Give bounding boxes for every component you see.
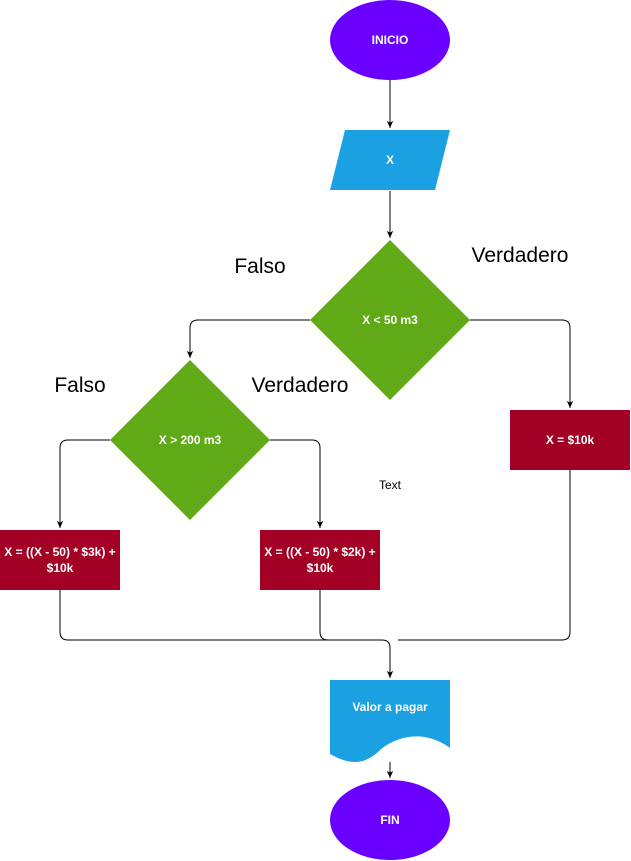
decision-2-diamond-shape <box>110 360 270 520</box>
edge-decision-2-true <box>270 439 324 528</box>
edge-label-decision-2-true: Verdadero <box>252 374 349 397</box>
edge-label-decision-1-false: Falso <box>234 255 285 278</box>
edge-process-10k-merge <box>398 470 571 641</box>
node-decision-1[interactable]: X < 50 m3 <box>310 240 470 400</box>
edge-process-3k-to-output <box>59 590 394 678</box>
decision-1-diamond-shape <box>310 240 470 400</box>
process-2k-label-line-1: X = ((X - 50) * $2k) + <box>264 545 375 559</box>
process-2k-shape <box>260 530 380 590</box>
process-3k-label-line-2: $10k <box>47 561 74 575</box>
decision-1-label: X < 50 m3 <box>362 313 418 327</box>
process-2k-label-line-2: $10k <box>307 561 334 575</box>
process-3k-label-line-1: X = ((X - 50) * $3k) + <box>4 545 115 559</box>
node-process-3k[interactable]: X = ((X - 50) * $3k) + $10k <box>0 530 120 590</box>
node-decision-2[interactable]: X > 200 m3 <box>110 360 270 520</box>
start-label: INICIO <box>372 33 409 47</box>
node-process-10k[interactable]: X = $10k <box>510 410 630 470</box>
decision-2-label: X > 200 m3 <box>159 433 222 447</box>
node-process-2k[interactable]: X = ((X - 50) * $2k) + $10k <box>260 530 380 590</box>
process-3k-shape <box>0 530 120 590</box>
start-terminal-shape <box>330 0 450 80</box>
edge-decision-2-false <box>56 439 110 528</box>
end-label: FIN <box>380 813 399 827</box>
node-output[interactable]: Valor a pagar <box>330 680 450 763</box>
free-text-label: Text <box>379 478 402 492</box>
output-document-shape <box>330 680 450 763</box>
node-input[interactable]: X <box>330 130 450 190</box>
edges <box>56 79 574 778</box>
process-10k-label: X = $10k <box>546 433 595 447</box>
edge-label-decision-2-false: Falso <box>54 374 105 397</box>
edge-label-decision-1-true: Verdadero <box>472 244 569 267</box>
edge-process-2k-merge <box>319 590 329 641</box>
process-10k-shape <box>510 410 630 470</box>
edge-decision-1-false <box>186 319 310 358</box>
end-terminal-shape <box>330 780 450 860</box>
node-start[interactable]: INICIO <box>330 0 450 80</box>
edge-decision-1-true <box>470 319 574 408</box>
input-label: X <box>386 153 394 167</box>
output-label: Valor a pagar <box>352 700 428 714</box>
input-parallelogram-shape <box>330 130 450 190</box>
node-end[interactable]: FIN <box>330 780 450 860</box>
